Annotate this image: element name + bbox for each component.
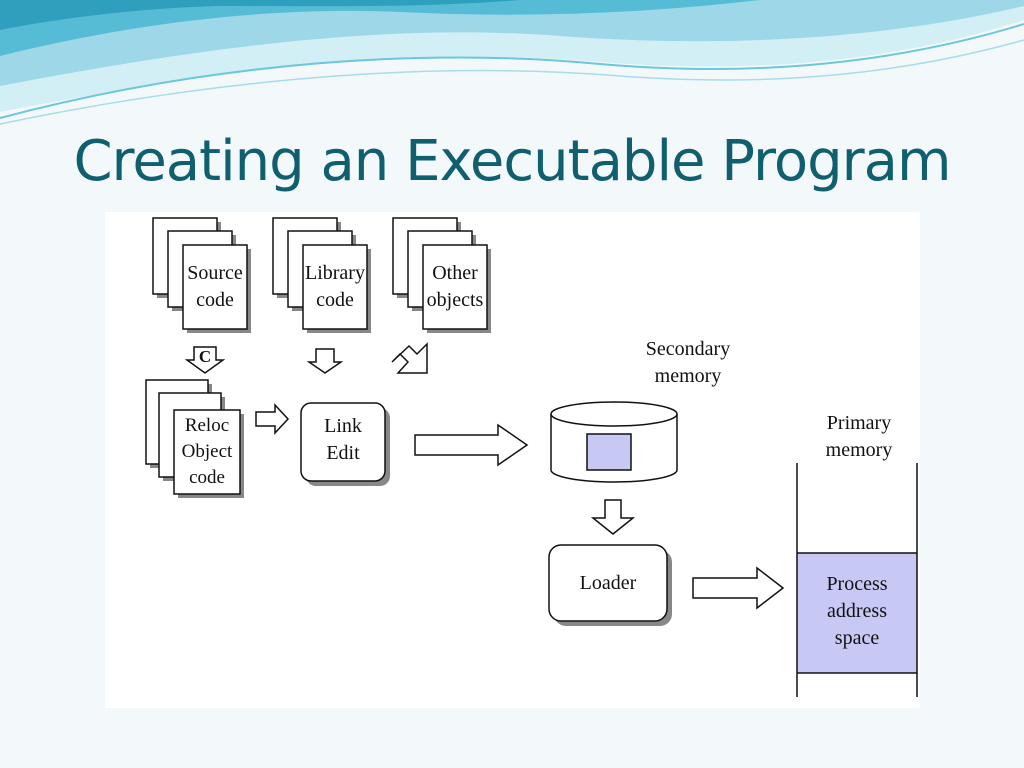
- loader-label: Loader: [579, 572, 637, 594]
- secondary-memory-disk: [550, 401, 678, 483]
- secondary-memory-label: Secondary memory: [645, 338, 731, 387]
- source-code-document-stack: [152, 217, 251, 333]
- link-to-storage-arrow: [414, 423, 529, 467]
- reloc-to-link-arrow: [255, 403, 290, 435]
- process-address-space-label: Process address space: [826, 573, 888, 649]
- storage-to-loader-arrow: [590, 499, 636, 535]
- compile-down-arrow: [184, 346, 226, 374]
- header-wave-decoration: [0, 0, 1024, 125]
- reloc-object-code-label: Reloc Object code: [181, 415, 233, 488]
- loader-to-memory-arrow: [692, 566, 785, 610]
- executable-program-diagram: Source code Library code Other objects C…: [105, 212, 920, 708]
- loader-box: [548, 544, 672, 626]
- primary-memory-label: Primary memory: [825, 412, 893, 461]
- other-objects-label: Other objects: [426, 262, 484, 311]
- link-edit-label: Link Edit: [324, 415, 362, 464]
- other-objects-diagonal-arrow: [391, 342, 428, 374]
- library-code-label: Library code: [305, 262, 365, 311]
- primary-memory-column: [796, 463, 918, 697]
- source-code-label: Source code: [187, 262, 243, 311]
- reloc-object-code-document-stack: [145, 379, 244, 498]
- diagram-graphics: [145, 217, 918, 697]
- library-code-document-stack: [272, 217, 371, 333]
- slide-title: Creating an Executable Program: [73, 129, 951, 194]
- other-objects-document-stack: [392, 217, 491, 333]
- library-down-arrow: [306, 348, 344, 374]
- link-edit-box: [300, 402, 390, 486]
- compiler-c-label: C: [198, 347, 212, 366]
